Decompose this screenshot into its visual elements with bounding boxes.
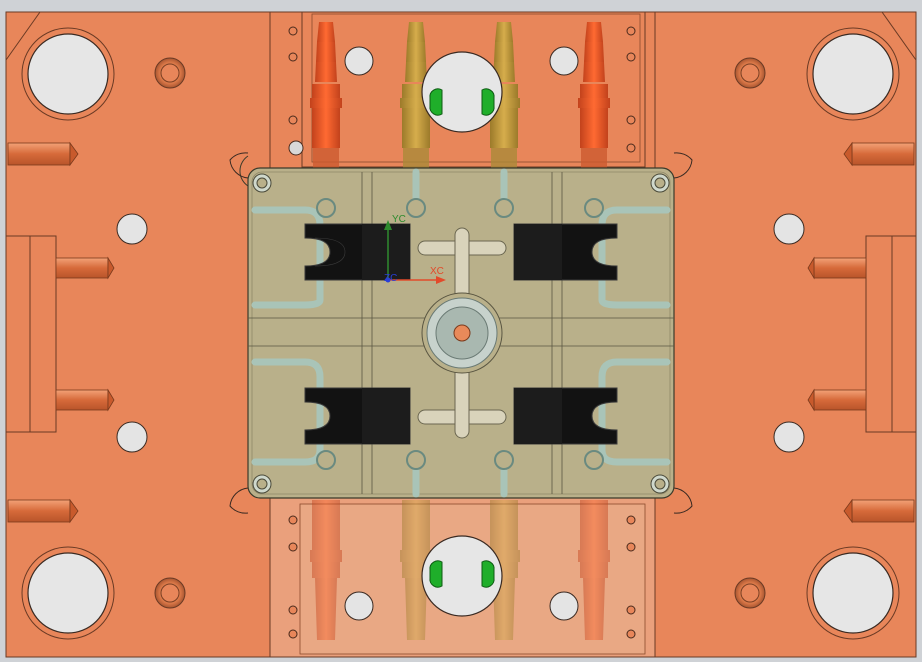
cavity-bottom-right <box>513 387 618 445</box>
insert-cooling-channels <box>251 168 671 498</box>
sprue-bushing[interactable] <box>421 292 503 374</box>
left-clamp-slot <box>5 235 57 433</box>
channel-ports <box>316 198 604 470</box>
guide-pillar-hole-br <box>806 546 900 640</box>
guide-pillar-hole-tr <box>806 27 900 121</box>
cavity-parts <box>304 223 618 445</box>
wcs-triad[interactable]: YC XC ZC <box>384 214 446 284</box>
wcs-z-label: ZC <box>384 273 397 284</box>
right-clamp-slot <box>865 235 917 433</box>
wcs-x-label: XC <box>430 266 444 277</box>
cavity-bottom-left <box>304 387 411 445</box>
cavity-top-right <box>513 223 618 281</box>
wcs-y-label: YC <box>392 214 406 225</box>
top-sprue-opening <box>421 51 503 133</box>
guide-pillar-hole-tl <box>21 27 115 121</box>
cavity-top-left <box>304 223 411 281</box>
bottom-sprue-opening <box>421 535 503 617</box>
guide-pillar-hole-bl <box>21 546 115 640</box>
side-pins <box>7 141 915 524</box>
cooling-plate-screws <box>288 26 636 639</box>
through-holes <box>116 46 805 621</box>
bottom-hose-fittings <box>310 500 610 640</box>
return-pin-bosses <box>154 57 766 609</box>
